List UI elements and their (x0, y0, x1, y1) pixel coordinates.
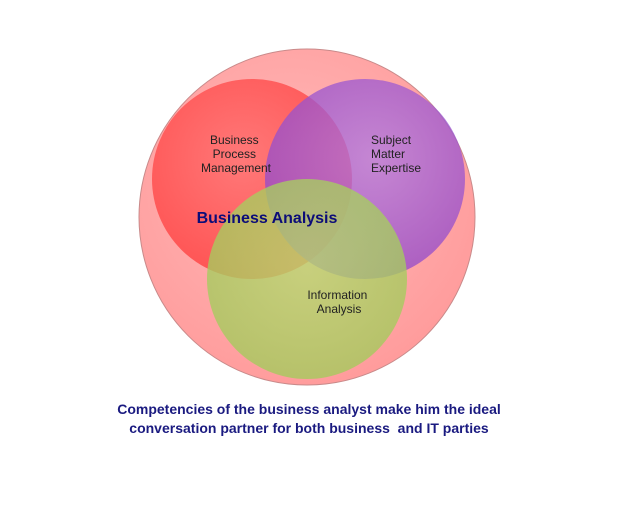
ia-label-line-1: Information (307, 288, 367, 302)
bpm-label-line-3: Management (201, 161, 272, 175)
sme-label-line-3: Expertise (371, 161, 421, 175)
sme-label-line-1: Subject (371, 133, 412, 147)
bpm-label-line-2: Process (213, 147, 256, 161)
bpm-label: Business Process Management (201, 133, 272, 175)
caption-line-1: Competencies of the business analyst mak… (117, 401, 501, 417)
sme-label: Subject Matter Expertise (371, 133, 421, 175)
caption: Competencies of the business analyst mak… (0, 400, 618, 438)
center-title: Business Analysis (197, 210, 338, 227)
bpm-label-line-1: Business (210, 133, 259, 147)
sme-label-line-2: Matter (371, 147, 405, 161)
ia-label-line-2: Analysis (317, 302, 362, 316)
ia-label: Information Analysis (307, 288, 370, 316)
caption-line-2: conversation partner for both business a… (129, 420, 489, 436)
information-analysis-circle (207, 179, 407, 379)
